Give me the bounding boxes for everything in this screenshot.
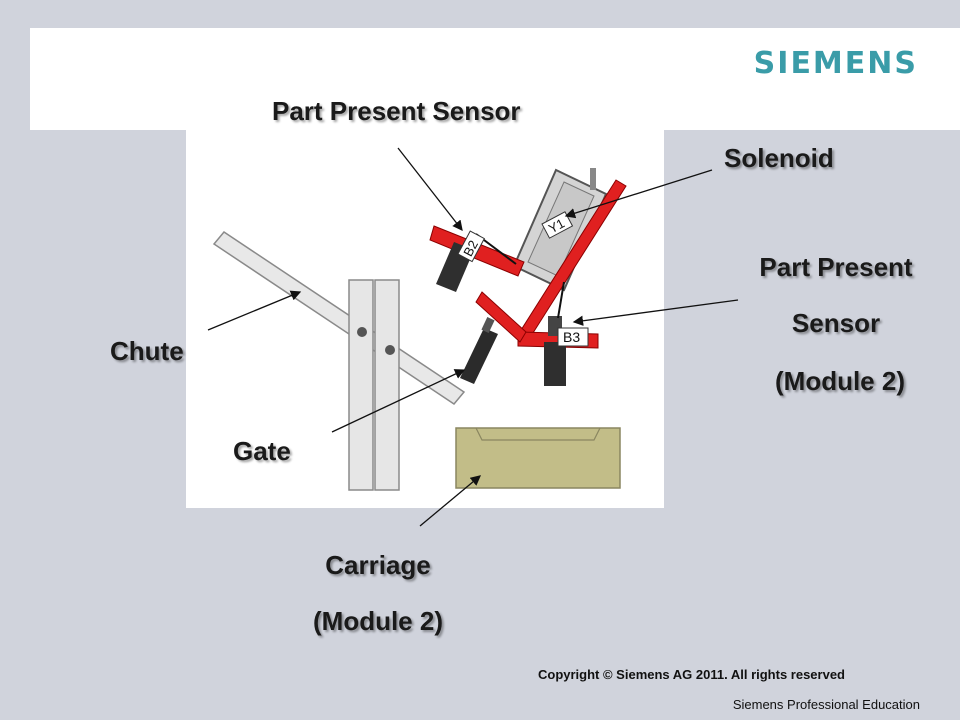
chute-rail [212,231,466,405]
label-part-present-sensor-m2-line3: (Module 2) [775,366,905,396]
label-part-present-sensor-m2-line1: Part Present [759,252,913,282]
label-solenoid: Solenoid [724,143,834,173]
copyright-text: Copyright © Siemens AG 2011. All rights … [538,667,845,682]
label-gate: Gate [233,436,291,466]
post-right [374,279,400,491]
org-text: Siemens Professional Education [732,697,920,712]
label-carriage-line1: Carriage [325,550,431,580]
gate-rod [481,316,495,334]
sensor-b3-cable [557,281,565,319]
bracket-arm [475,291,527,343]
tag-b3: B3 [557,327,589,347]
tag-y1: Y1 [541,211,574,239]
solenoid-plunger-top [590,168,596,190]
post-pin-right [385,345,395,355]
label-part-present-sensor-m2-line2: Sensor [791,308,881,338]
siemens-logo: SIEMENS [753,46,918,81]
tag-b2: B2 [457,230,486,263]
label-chute: Chute [110,336,184,366]
gate-cylinder [460,328,498,384]
tag-y1-text: Y1 [546,216,567,237]
carriage-block [455,427,621,489]
carriage-recess [475,427,601,441]
header-bar: SIEMENS [30,28,960,130]
label-part-present-sensor: Part Present Sensor [272,96,521,126]
sensor-b3-body [544,342,566,386]
tag-b2-text: B2 [460,238,481,259]
post-left [348,279,374,491]
post-pin-left [357,327,367,337]
label-carriage-line2: (Module 2) [313,606,443,636]
tag-b3-text: B3 [563,329,580,345]
